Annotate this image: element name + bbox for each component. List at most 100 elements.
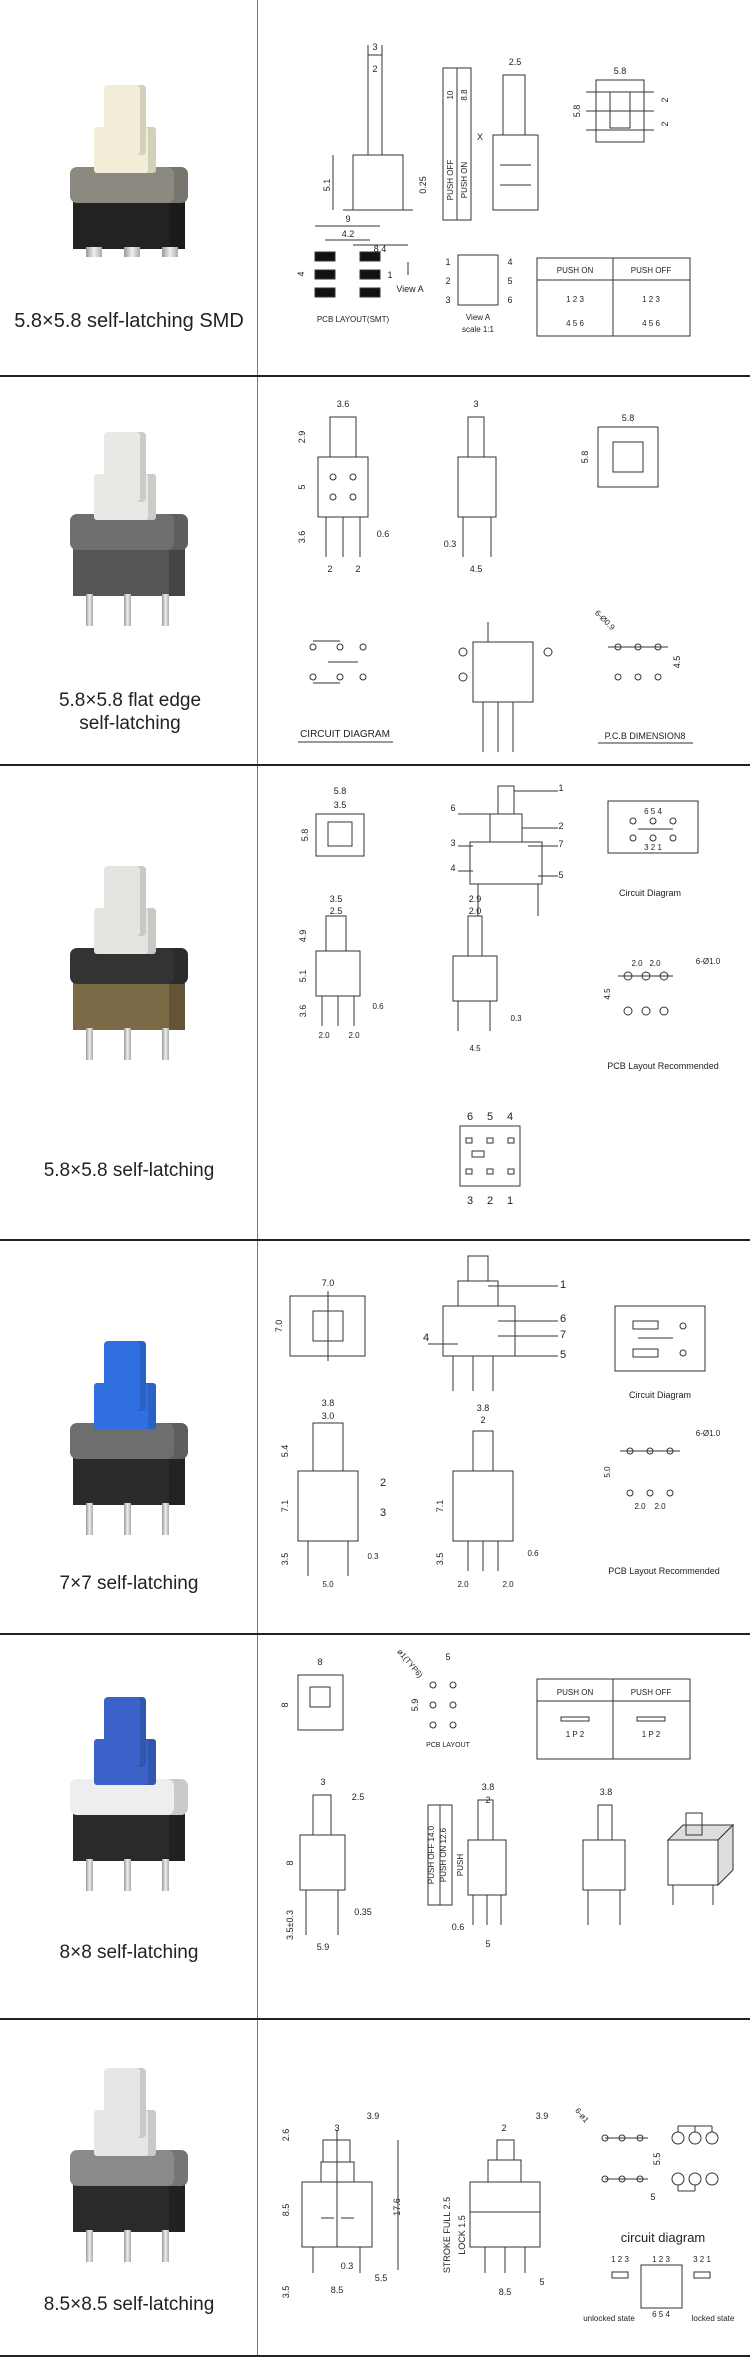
dimension-label: PUSH ON 12.6 [439, 1827, 448, 1882]
dimension-label: 5.5 [652, 2153, 662, 2166]
dimension-label: 3.0 [322, 1411, 335, 1421]
outline-shape [614, 1305, 706, 1372]
dimension-label: 3 [334, 2123, 339, 2133]
switch-pin [86, 1028, 93, 1060]
pin-hole [449, 1701, 457, 1709]
dimension-label: 5 [558, 870, 563, 880]
dimension-label: 2 [558, 821, 563, 831]
dimension-label: 5 [485, 1939, 490, 1949]
dimension-label: 9 [345, 214, 350, 224]
dimension-label: 3.5 [281, 2286, 291, 2299]
dimension-label: 3.8 [482, 1782, 495, 1792]
outline-shape [459, 1125, 521, 1187]
dimension-label: 6 5 4 [652, 2310, 670, 2319]
pin-hole [309, 643, 317, 651]
dimension-label: 3 [450, 838, 455, 848]
dimension-label: View A [466, 313, 491, 322]
dimension-label: 8.5 [499, 2287, 512, 2297]
product-photo [64, 432, 194, 627]
dimension-label: 1 P 2 [642, 1730, 661, 1739]
dimension-label: 5.5 [375, 2273, 388, 2283]
pin-hole [309, 673, 317, 681]
product-cell: 8.5×8.5 self-latching [0, 2020, 258, 2355]
pin-hole [329, 473, 337, 481]
switch-pin [86, 247, 102, 257]
pin-hole [688, 2131, 702, 2145]
dimension-label: 4.2 [342, 229, 355, 239]
dimension-label: 6 [450, 803, 455, 813]
dimension-label: 2 [372, 64, 377, 74]
dimension-label: 6 5 4 [644, 807, 662, 816]
outline-shape [329, 416, 357, 458]
product-caption: 5.8×5.8 flat edge self-latching [58, 690, 202, 734]
outline-shape [467, 915, 483, 957]
table-bottom-border [0, 2355, 750, 2357]
dimension-label: 3.8 [600, 1787, 613, 1797]
dimension-label: 2.9 [469, 894, 482, 904]
dimension-label: 8.5 [281, 2204, 291, 2217]
product-cell: 5.8×5.8 flat edge self-latching [0, 377, 258, 764]
outline-shape [487, 2159, 522, 2183]
dimension-label: 5.1 [298, 970, 308, 983]
outline-shape [359, 269, 381, 280]
dimension-label: 5.1 [322, 179, 332, 192]
switch-cap [104, 866, 146, 936]
dimension-label: 1 2 3 [566, 295, 584, 304]
dimension-label: 0.6 [527, 1549, 539, 1558]
dimension-label: 0.6 [452, 1922, 465, 1932]
outline-shape [640, 2264, 683, 2309]
switch-housing [70, 1779, 188, 1815]
dimension-label: 3 [467, 1195, 473, 1207]
outline-shape [442, 1305, 516, 1357]
outline-shape [467, 1255, 489, 1282]
dimension-label: circuit diagram [621, 2230, 706, 2245]
outline-shape [439, 1804, 453, 1906]
dimension-label: PUSH OFF [631, 266, 672, 275]
switch-pin [162, 1859, 169, 1891]
dimension-label: 7.1 [280, 1500, 290, 1513]
dimension-label: 2 [480, 1415, 485, 1425]
pin-hole [449, 1681, 457, 1689]
pin-hole [669, 817, 677, 825]
dimension-label: 4 [450, 863, 455, 873]
dimension-label: 3.5 [435, 1553, 445, 1566]
dimension-label: 1 [560, 1279, 566, 1291]
product-cell: 7×7 self-latching [0, 1241, 258, 1633]
dimension-label: 3.8 [322, 1398, 335, 1408]
dimension-label: 2 [660, 121, 670, 126]
outline-shape [457, 1280, 499, 1307]
pin-hole [659, 1006, 669, 1016]
outline-shape [467, 416, 485, 458]
dimension-label: PUSH OFF [446, 160, 455, 201]
pin-hole [629, 834, 637, 842]
outline-shape [632, 1348, 659, 1358]
switch-base [73, 546, 185, 596]
outline-shape [609, 91, 631, 129]
product-caption: 5.8×5.8 self-latching SMD [14, 310, 244, 332]
switch-pin [162, 247, 178, 257]
outline-shape [611, 2271, 629, 2279]
dimension-label: 5 [560, 1349, 566, 1361]
dimension-label: 2 [355, 564, 360, 574]
pin-hole [705, 2172, 719, 2186]
dimension-label: PCB LAYOUT(SMT) [317, 315, 390, 324]
outline-shape [667, 1839, 719, 1886]
switch-cap [104, 432, 146, 502]
dimension-label: 3.5 [330, 894, 343, 904]
dimension-label: 3 2 1 [693, 2255, 711, 2264]
outline-shape [497, 785, 515, 815]
dimension-label: Circuit Diagram [619, 888, 681, 898]
dimension-label: 10 [446, 90, 455, 99]
dimension-label: 1 2 3 [652, 2255, 670, 2264]
switch-pin [162, 2230, 169, 2262]
outline-shape [486, 1168, 494, 1175]
switch-pin [124, 1859, 131, 1891]
dimension-label: PUSH OFF [631, 1688, 672, 1697]
dimension-label: 4.5 [470, 564, 483, 574]
dimension-label: 5.4 [280, 1445, 290, 1458]
dimension-label: 7 [560, 1329, 566, 1341]
outline-shape [297, 1674, 344, 1731]
